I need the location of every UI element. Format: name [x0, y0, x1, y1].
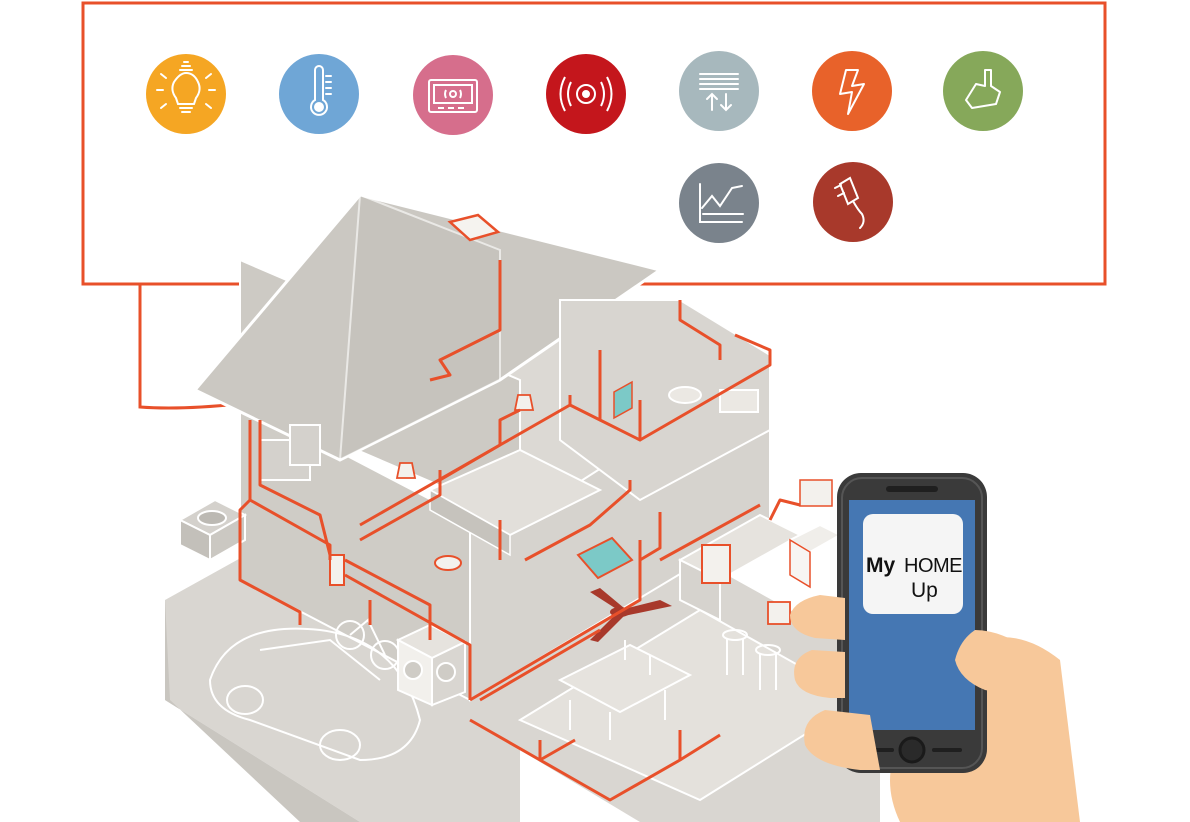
app-title-my: My — [866, 554, 895, 577]
smartphone-speaker — [886, 486, 938, 492]
energy-icon — [839, 69, 865, 115]
wiring-network — [238, 260, 801, 802]
hand-fingers — [790, 595, 845, 640]
feature-icons — [146, 51, 1023, 243]
alarm-feature-button[interactable] — [546, 54, 626, 134]
plug-icon — [834, 176, 865, 229]
lighting-circle — [146, 54, 226, 134]
energy-monitoring-feature-button[interactable] — [679, 163, 759, 243]
lightbulb-icon — [156, 61, 216, 113]
irrigation-icon — [965, 69, 1001, 109]
irrigation-circle — [943, 51, 1023, 131]
energy-chart-circle — [679, 163, 759, 243]
shutters-feature-button[interactable] — [679, 51, 759, 131]
alarm-icon — [559, 76, 613, 112]
energy-circle — [812, 51, 892, 131]
control-panel-feature-button[interactable] — [413, 55, 493, 135]
thermometer-icon — [310, 65, 332, 116]
control-panel-circle — [413, 55, 493, 135]
shutters-icon — [699, 73, 739, 112]
control-panel-icon — [428, 79, 478, 113]
app-tile[interactable] — [863, 514, 963, 614]
temperature-circle — [279, 54, 359, 134]
shutters-circle — [679, 51, 759, 131]
app-title-home: HOME — [904, 555, 962, 577]
energy-feature-button[interactable] — [812, 51, 892, 131]
load-control-feature-button[interactable] — [813, 162, 893, 242]
temperature-feature-button[interactable] — [279, 54, 359, 134]
home-button[interactable] — [898, 736, 926, 764]
irrigation-feature-button[interactable] — [943, 51, 1023, 131]
app-title-up: Up — [911, 579, 938, 602]
lighting-feature-button[interactable] — [146, 54, 226, 134]
house-cutaway — [165, 193, 880, 822]
feature-panel — [81, 1, 1107, 286]
smartphone-with-hand: My HOME Up — [790, 473, 1080, 822]
energy-chart-icon — [699, 183, 744, 223]
